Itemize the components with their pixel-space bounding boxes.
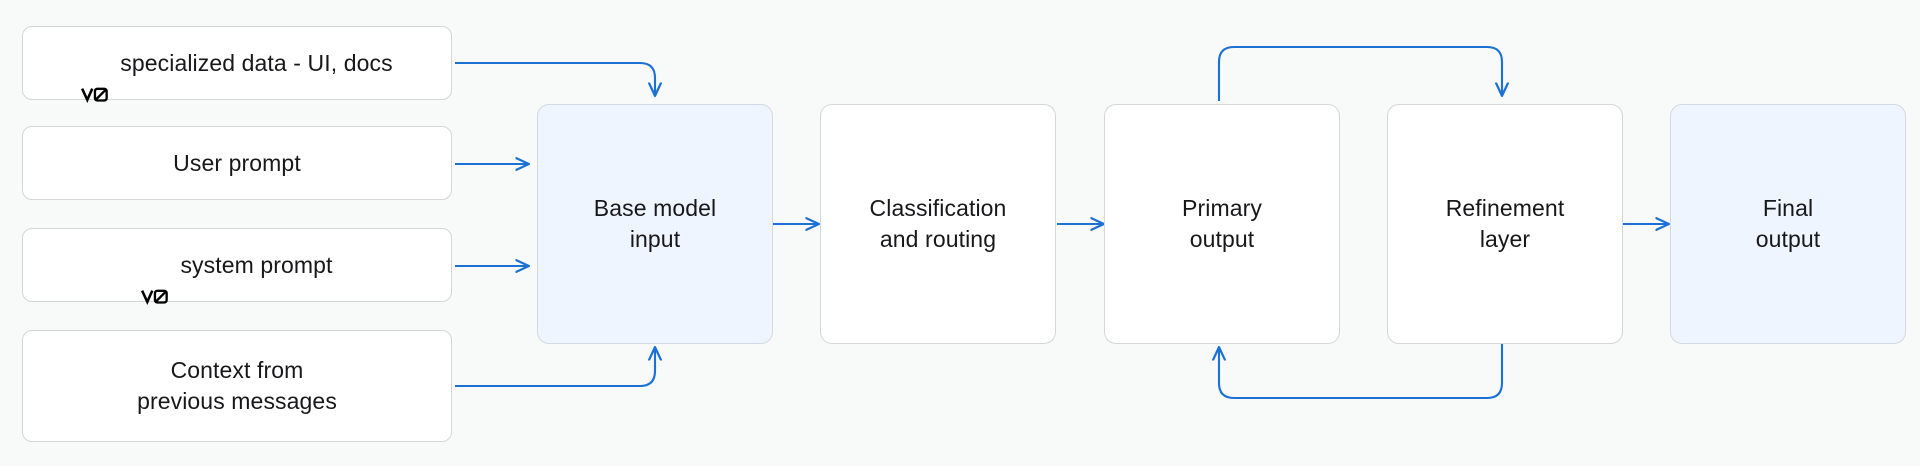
stage-node-primary-output[interactable]: Primary output <box>1104 104 1340 344</box>
input-text-context: Context from previous messages <box>137 357 337 414</box>
input-node-system-prompt[interactable]: system prompt <box>22 228 452 306</box>
edge-primary-output-to-refinement-layer <box>1217 45 1502 101</box>
v0-logo-icon <box>81 56 111 104</box>
input-text-user-prompt: User prompt <box>173 149 301 176</box>
stage-node-refinement-layer[interactable]: Refinement layer <box>1387 104 1623 344</box>
input-label-specialized-data: specialized data - UI, docs <box>71 48 402 104</box>
input-node-specialized-data[interactable]: specialized data - UI, docs <box>22 26 452 104</box>
edge-specialized-data-to-base-model-input <box>455 61 655 95</box>
stage-label-refinement-layer: Refinement layer <box>1445 195 1565 252</box>
input-label-system-prompt: system prompt <box>131 250 342 306</box>
input-node-context[interactable]: Context from previous messages <box>22 330 452 442</box>
stage-label-classification-and-routing: Classification and routing <box>869 195 1007 252</box>
stage-label-primary-output: Primary output <box>1182 195 1262 252</box>
input-node-user-prompt[interactable]: User prompt <box>22 126 452 200</box>
input-text-system-prompt: system prompt <box>180 251 333 278</box>
v0-logo-icon <box>141 258 171 306</box>
stage-label-final-output: Final output <box>1755 195 1821 252</box>
edge-refinement-layer-to-primary-output <box>1219 344 1504 400</box>
stage-node-final-output[interactable]: Final output <box>1670 104 1906 344</box>
stage-node-classification-and-routing[interactable]: Classification and routing <box>820 104 1056 344</box>
stage-label-base-model-input: Base model input <box>593 195 717 252</box>
input-text-specialized-data: specialized data - UI, docs <box>120 49 393 76</box>
edge-context-to-base-model-input <box>455 348 655 388</box>
stage-node-base-model-input[interactable]: Base model input <box>537 104 773 344</box>
